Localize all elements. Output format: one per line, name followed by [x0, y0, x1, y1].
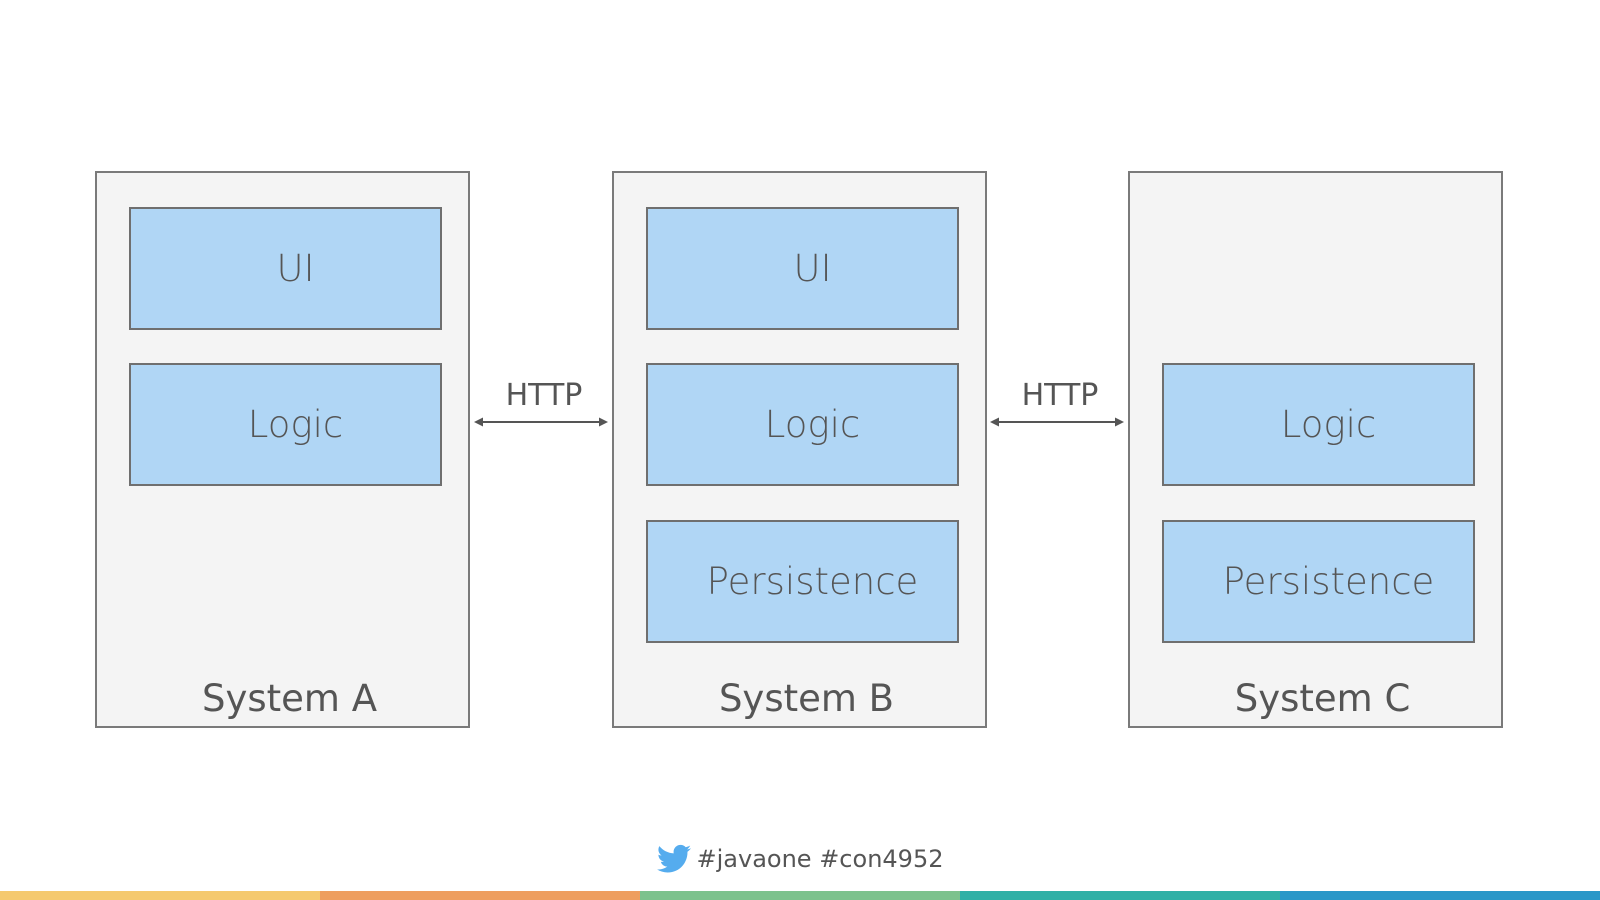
color-bar-segment — [320, 891, 640, 900]
color-bar-segment — [1280, 891, 1600, 900]
color-bar-segment — [640, 891, 960, 900]
system-a-box: UI Logic System A — [95, 171, 470, 728]
system-b-persistence-layer: Persistence — [646, 520, 959, 643]
system-b-logic-layer: Logic — [646, 363, 959, 486]
color-bar-segment — [960, 891, 1280, 900]
bottom-color-bar — [0, 891, 1600, 900]
system-c-label: System C — [1234, 677, 1411, 720]
http-label-b-c: HTTP — [1021, 378, 1099, 413]
system-c-box: Logic Persistence System C — [1128, 171, 1503, 728]
http-connector-a-b: HTTP — [474, 378, 608, 438]
color-bar-segment — [0, 891, 320, 900]
footer-hashtags: #javaone #con4952 — [696, 845, 944, 873]
system-a-label: System A — [201, 677, 378, 720]
system-c-persistence-layer: Persistence — [1162, 520, 1475, 643]
double-arrow-icon — [990, 417, 1124, 427]
http-label-a-b: HTTP — [505, 378, 583, 413]
system-b-ui-layer: UI — [646, 207, 959, 330]
system-b-box: UI Logic Persistence System B — [612, 171, 987, 728]
http-connector-b-c: HTTP — [990, 378, 1124, 438]
system-b-label: System B — [718, 677, 895, 720]
system-a-ui-layer: UI — [129, 207, 442, 330]
twitter-bird-icon — [656, 844, 691, 874]
system-c-logic-layer: Logic — [1162, 363, 1475, 486]
double-arrow-icon — [474, 417, 608, 427]
footer: #javaone #con4952 — [0, 844, 1600, 874]
system-a-logic-layer: Logic — [129, 363, 442, 486]
